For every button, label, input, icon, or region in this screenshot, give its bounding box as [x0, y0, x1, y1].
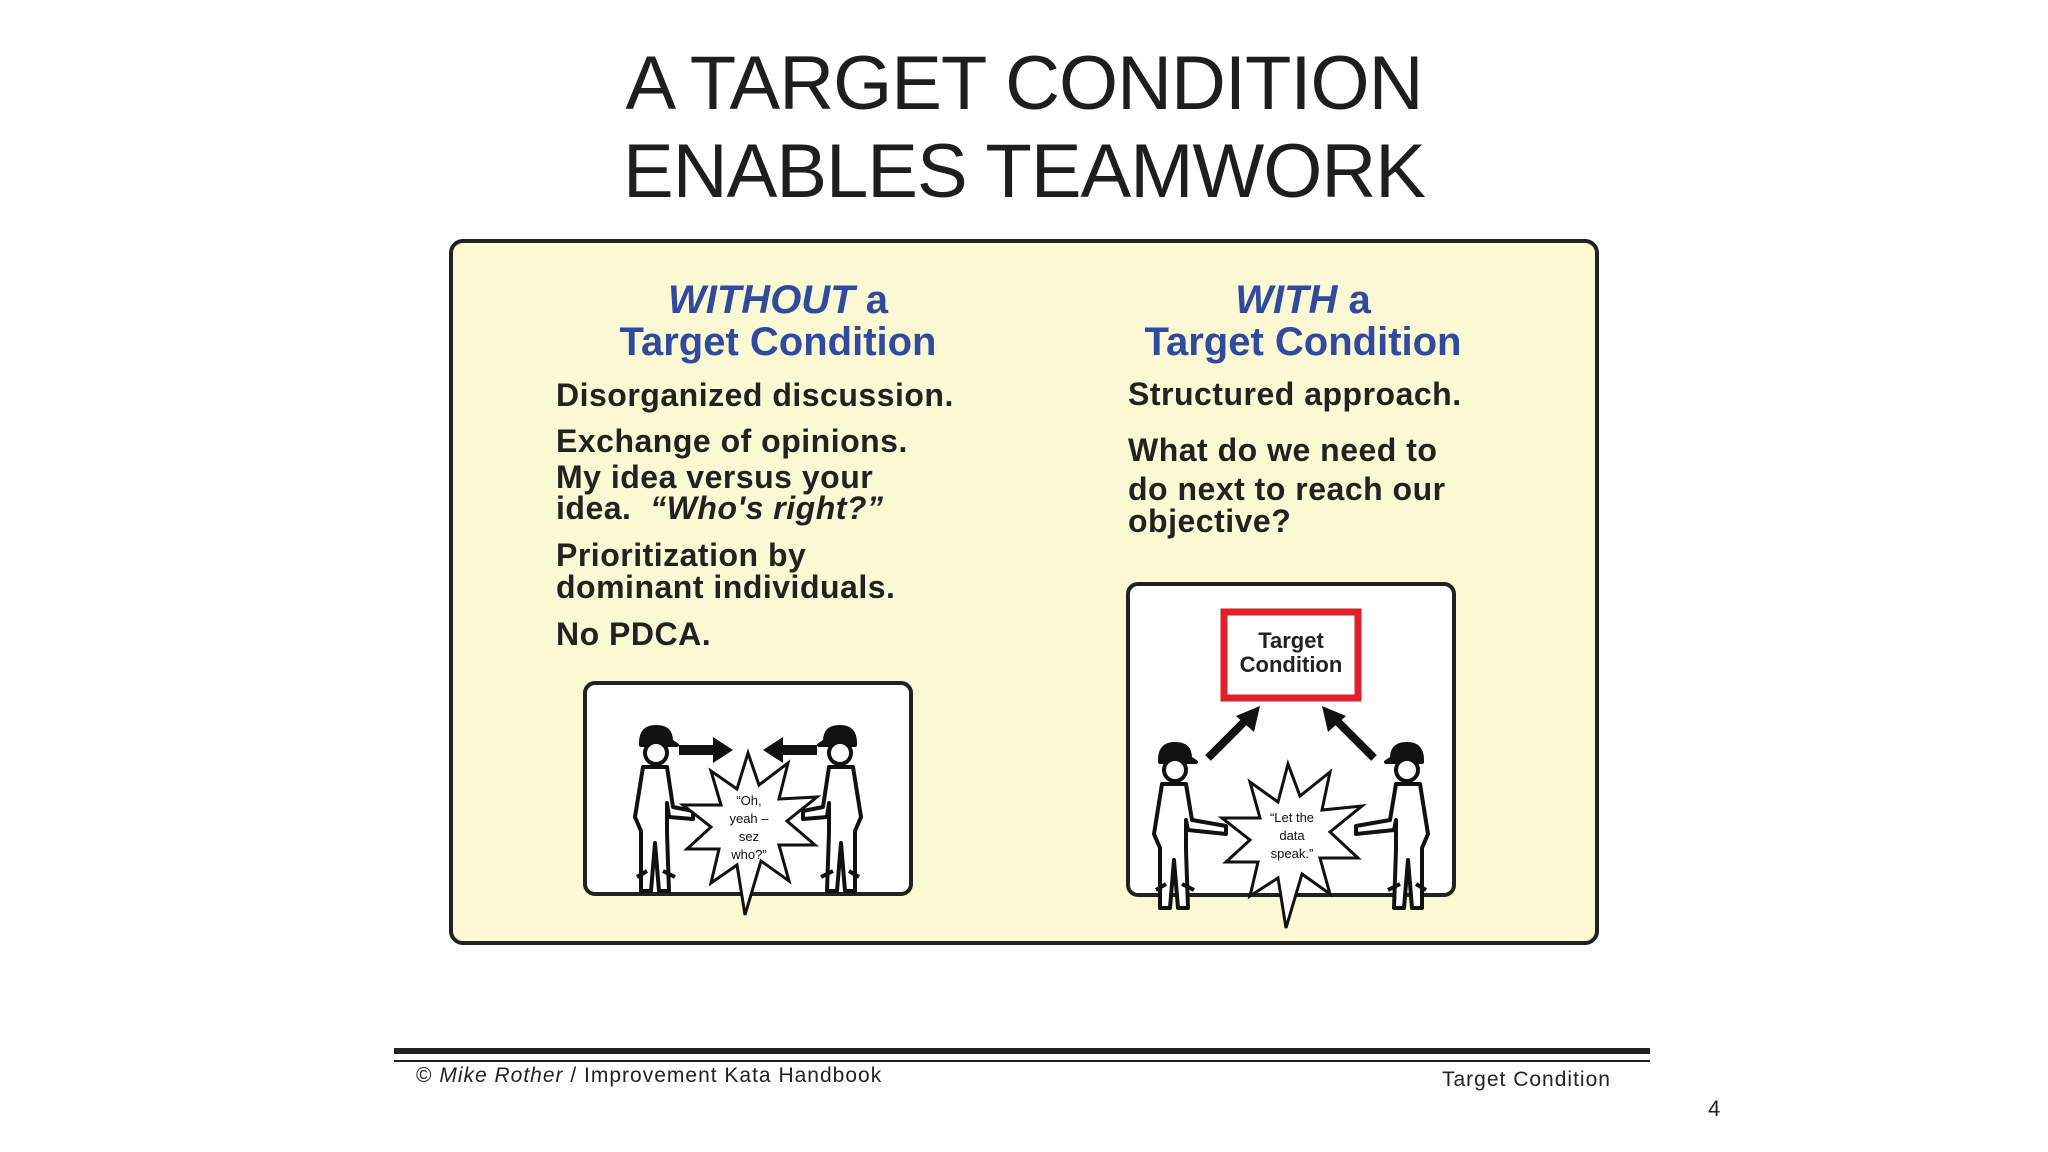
arrow-left-icon — [763, 737, 817, 763]
with-illustration: Target Condition — [1126, 582, 1456, 929]
with-item-2a: What do we need to — [1128, 432, 1438, 468]
title-line-1: A TARGET CONDITION — [625, 41, 1424, 126]
without-item-3a: My idea versus your — [556, 459, 874, 495]
with-bubble-line-2: data — [1279, 828, 1305, 843]
without-heading-rest: a — [854, 278, 888, 322]
speech-burst-icon — [1217, 759, 1367, 929]
with-item-2b: do next to reach our — [1128, 471, 1446, 507]
with-bubble-line-3: speak.” — [1271, 846, 1314, 861]
without-item-5: No PDCA. — [556, 616, 712, 652]
footer-copyright: © Mike Rother / Improvement Kata Handboo… — [416, 1064, 882, 1088]
without-item-1: Disorganized discussion. — [556, 377, 954, 413]
with-heading-emphasis: WITH — [1235, 278, 1338, 322]
without-heading-emphasis: WITHOUT — [668, 278, 855, 322]
without-bubble-line-3: sez — [739, 829, 759, 844]
without-heading: WITHOUT a Target Condition — [553, 279, 1003, 363]
without-bubble-line-4: who?” — [730, 847, 766, 862]
title-line-2: ENABLES TEAMWORK — [623, 129, 1426, 214]
without-bubble-line-1: “Oh, — [736, 793, 761, 808]
page-number: 4 — [1708, 1096, 1721, 1121]
footer-rule-thin — [394, 1060, 1650, 1062]
without-illustration: “Oh, yeah – sez who?” — [583, 681, 913, 916]
without-item-4b: dominant individuals. — [556, 569, 896, 605]
without-item-3b-text: idea. — [556, 490, 632, 526]
without-item-2: Exchange of opinions. — [556, 423, 908, 459]
arrow-up-left-icon — [1205, 706, 1260, 761]
footer-source: / Improvement Kata Handbook — [563, 1064, 883, 1087]
worker-right-icon — [801, 725, 863, 893]
target-box-line-2: Condition — [1240, 652, 1343, 677]
with-item-2c: objective? — [1128, 503, 1292, 539]
without-item-4a: Prioritization by — [556, 537, 807, 573]
target-condition-box: Target Condition — [1220, 608, 1362, 702]
slide-title: A TARGET CONDITION ENABLES TEAMWORK — [0, 40, 2048, 216]
comparison-panel: WITHOUT a Target Condition Disorganized … — [449, 239, 1599, 945]
arrow-up-right-icon — [1322, 706, 1377, 761]
footer-author: Mike Rother — [439, 1064, 564, 1087]
with-bubble-line-1: “Let the — [1270, 810, 1314, 825]
with-heading-line2: Target Condition — [1144, 320, 1462, 364]
copyright-symbol: © — [416, 1064, 433, 1087]
with-heading: WITH a Target Condition — [1093, 279, 1513, 363]
footer-section: Target Condition — [1442, 1068, 1611, 1091]
worker-left-icon — [633, 725, 695, 893]
arrow-right-icon — [679, 737, 733, 763]
without-heading-line2: Target Condition — [619, 320, 937, 364]
worker-left-icon — [1152, 742, 1228, 910]
footer-rule-thick — [394, 1048, 1650, 1054]
without-item-3b: idea. “Who's right?” — [556, 492, 883, 524]
speech-burst-icon — [678, 748, 822, 916]
with-heading-rest: a — [1337, 278, 1371, 322]
without-bubble-line-2: yeah – — [729, 811, 769, 826]
without-item-3b-quote: “Who's right?” — [650, 490, 884, 526]
worker-right-icon — [1354, 742, 1430, 910]
target-box-line-1: Target — [1258, 628, 1324, 653]
with-item-1: Structured approach. — [1128, 376, 1462, 412]
